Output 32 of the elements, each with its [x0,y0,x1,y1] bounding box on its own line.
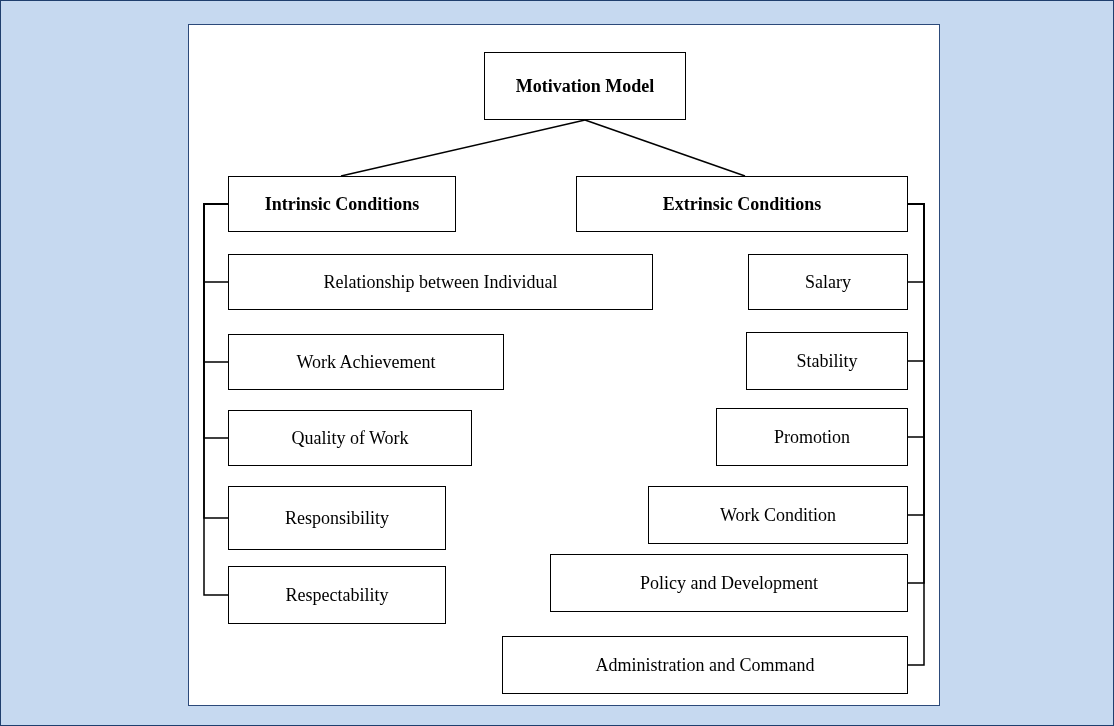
node-label: Relationship between Individual [323,271,558,293]
node-label: Quality of Work [291,427,409,449]
connector-line [203,203,229,596]
node-label: Promotion [774,426,850,448]
node-label: Policy and Development [640,572,818,594]
condition-box [228,334,504,390]
condition-box [228,566,446,624]
connector-line [907,203,925,666]
condition-box [228,410,472,466]
heading-text: Motivation Model [515,75,655,97]
category-box [576,176,908,232]
connector-line [584,119,746,177]
condition-box [746,332,908,390]
node-label: Stability [796,350,858,372]
node-label: Responsibility [285,507,389,529]
condition-box [228,486,446,550]
condition-box [716,408,908,466]
heading-text: Intrinsic Conditions [264,193,420,215]
connector-line [340,119,586,177]
node-label: Salary [805,271,851,293]
node-label: Administration and Command [595,654,815,676]
heading-text: Extrinsic Conditions [662,193,822,215]
condition-box [748,254,908,310]
condition-box [502,636,908,694]
condition-box [648,486,908,544]
condition-box [228,254,653,310]
node-label: Work Condition [719,504,837,526]
condition-box [550,554,908,612]
node-label: Work Achievement [296,351,436,373]
title-box [484,52,686,120]
category-box [228,176,456,232]
node-label: Respectability [285,584,389,606]
